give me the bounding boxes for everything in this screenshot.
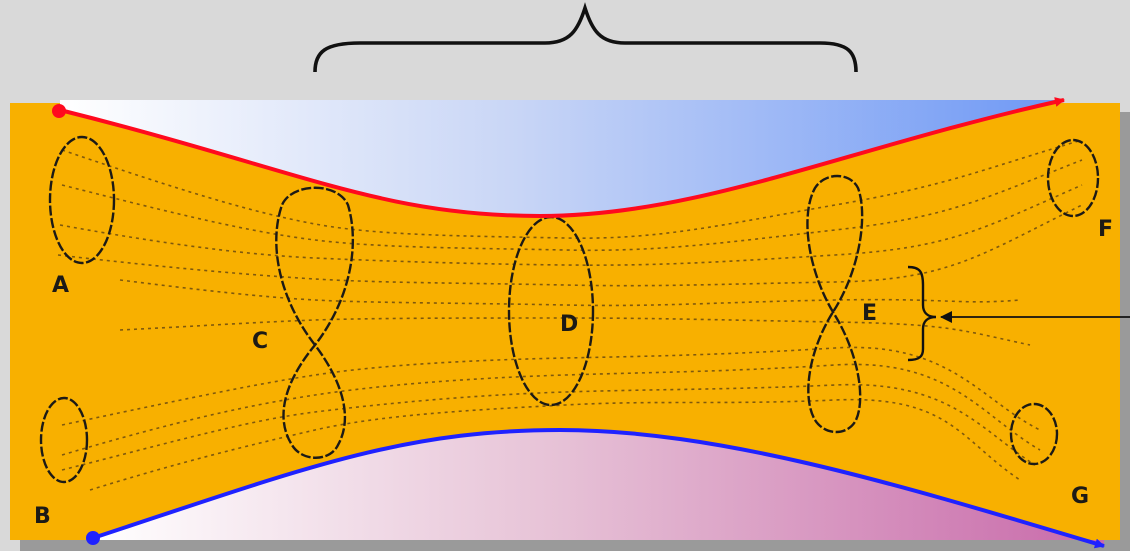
label-c: C bbox=[252, 329, 268, 354]
label-f: F bbox=[1098, 217, 1113, 242]
label-e: E bbox=[862, 301, 877, 326]
label-d: D bbox=[560, 312, 578, 337]
label-b: B bbox=[34, 504, 51, 529]
label-a: A bbox=[52, 273, 69, 298]
label-g: G bbox=[1071, 484, 1089, 509]
bottom-start-point bbox=[86, 531, 100, 545]
top-brace bbox=[315, 8, 856, 72]
top-start-point bbox=[52, 104, 66, 118]
